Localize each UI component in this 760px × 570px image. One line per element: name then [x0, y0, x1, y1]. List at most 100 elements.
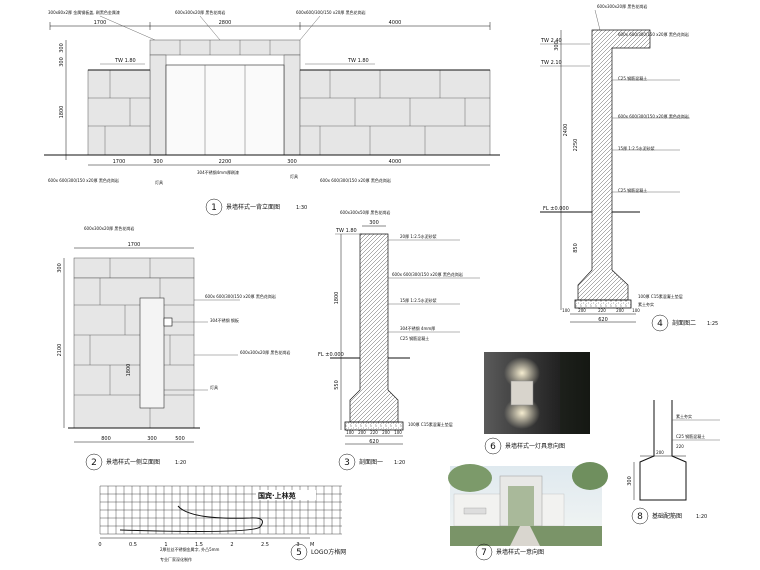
right-wall: [299, 69, 491, 156]
s2-db-1: 100: [562, 308, 570, 313]
se-wall: [73, 277, 195, 429]
s1-r4: 304不锈钢 4mm厚: [400, 325, 435, 331]
s1-db-3: 220: [370, 430, 378, 435]
left-wall: [87, 69, 151, 156]
title-1: 景墙样式一背立面图: [226, 203, 280, 211]
se-cap: [73, 257, 195, 279]
cap-spec: 600x300x20厚 黑色花岗岩: [175, 9, 225, 15]
fd-r2: C25 钢筋混凝土: [676, 433, 705, 439]
s2-top-spec: 600x300x20厚 黑色花岗岩: [597, 3, 647, 9]
title-num-1: 1: [211, 203, 217, 213]
s2-wall-body: [577, 29, 651, 301]
gate-lintel: [149, 39, 301, 56]
title-num-6: 6: [490, 442, 496, 452]
se-dl-2: 2100: [57, 344, 63, 357]
logo-note-1: 2厚拉丝不锈钢金属字, 外凸5mm: [160, 546, 220, 552]
dim-top-1: 1700: [94, 20, 107, 26]
title-5: LOGO方格网: [311, 548, 346, 556]
dim-top-3: 4000: [389, 20, 402, 26]
s2-dim-1: 300: [554, 41, 560, 51]
s1-r3: 15厚 1:2.5水泥砂浆: [400, 297, 437, 303]
top-note: 300x80x2厚 金属钢板盖, 刷黑色金属漆: [48, 9, 120, 15]
scale-2: 1:20: [175, 460, 186, 466]
dim-left-1: 300: [59, 43, 65, 53]
lamp-note-2: 灯具: [290, 173, 298, 179]
s2-l4: 15厚 1:2.5水泥砂浆: [618, 145, 655, 151]
logo-curve: [119, 505, 263, 532]
se-lamp: [163, 317, 173, 327]
dim-bottom-4: 300: [287, 159, 297, 165]
gate-post-left: [149, 54, 167, 156]
scale-tick-4: 2: [230, 542, 233, 548]
dim-bottom-2: 300: [153, 159, 163, 165]
title-num-5: 5: [296, 548, 302, 558]
title-8: 基础配筋图: [652, 512, 682, 520]
se-r2: 304不锈钢 钢板: [210, 317, 239, 323]
s2-tw2: TW 2.10: [540, 60, 562, 66]
scale-1: 1:30: [296, 205, 307, 211]
se-r1: 600x 600/300/150 x20厚 黑色花岗岩: [205, 293, 276, 299]
foundation-detail: 素土夯实 C25 钢筋混凝土 300 200 220 8 基础配筋图 1:20: [627, 400, 720, 525]
s2-l7: 素土夯实: [638, 301, 654, 307]
scale-tick-3: 1.5: [195, 542, 203, 548]
lamp-photo: 6 景墙样式一灯具意向图: [484, 352, 590, 455]
scale-4: 1:25: [707, 321, 718, 327]
se-db-1: 800: [101, 436, 111, 442]
bottom-left-spec: 600x 600/300/150 x20厚 黑色花岗岩: [48, 177, 119, 183]
se-r3: 600x300x20厚 黑色花岗岩: [240, 349, 290, 355]
title-2: 景墙样式一侧立面图: [106, 458, 160, 466]
dim-top-2: 2800: [219, 20, 232, 26]
logo-grid: 国宾·上林苑 0 0.5 1 1.5 2 2.5 3 M 2厚拉丝不锈钢金属字,…: [98, 485, 346, 562]
title-num-3: 3: [344, 458, 350, 468]
side-elevation: 600x300x20厚 黑色花岗岩 1700 300 2100 1800 800…: [57, 225, 290, 471]
dim-left-3: 1800: [59, 106, 65, 119]
tw-left: TW 1.80: [114, 58, 136, 64]
se-db-3: 500: [175, 436, 185, 442]
s2-dim-4: 850: [573, 243, 579, 253]
s1-top-spec: 600x300x50厚 黑色花岗岩: [340, 209, 390, 215]
s1-total: 620: [369, 439, 379, 445]
scale-tick-1: 0.5: [129, 542, 137, 548]
s1-dim-top: 300: [369, 220, 379, 226]
s1-footing: [344, 421, 404, 431]
se-db-2: 300: [147, 436, 157, 442]
section-two: 600x300x20厚 黑色花岗岩 TW 2.40 TW 2.10 300 24…: [540, 3, 718, 332]
s1-dl-2: 550: [334, 380, 340, 390]
s2-l1: 600x 600/300/150 x20厚 黑色花岗岩: [618, 31, 689, 37]
s2-l6: 100厚 C15素混凝土垫层: [638, 293, 683, 299]
se-dim-top: 1700: [128, 242, 141, 248]
section-one: 600x300x50厚 黑色花岗岩 TW 1.80 300 FL ±0.000 …: [318, 209, 480, 471]
s1-fl: FL ±0.000: [318, 352, 344, 358]
s1-db-4: 200: [382, 430, 390, 435]
scale-3: 1:20: [394, 460, 405, 466]
logo-text: 国宾·上林苑: [258, 491, 296, 500]
s2-l3: 600x 600/300/150 x20厚 黑色花岗岩: [618, 113, 689, 119]
s2-db-3: 220: [598, 308, 606, 313]
s2-total: 620: [598, 317, 608, 323]
scale-tick-2: 1: [164, 542, 167, 548]
front-elevation: 1700 2800 4000 300x80x2厚 金属钢板盖, 刷黑色金属漆 6…: [44, 9, 500, 216]
title-num-8: 8: [637, 512, 643, 522]
tw-right: TW 1.80: [347, 58, 369, 64]
s1-wall-body: [349, 233, 399, 423]
dim-bottom-3: 2200: [219, 159, 232, 165]
se-r4: 灯具: [210, 384, 218, 390]
s1-r2: 600x 600/300/150 x20厚 黑色花岗岩: [392, 271, 463, 277]
s1-db-2: 200: [358, 430, 366, 435]
s1-db-1: 100: [346, 430, 354, 435]
s1-db-5: 100: [394, 430, 402, 435]
dim-left-2: 300: [59, 57, 65, 67]
s2-fl: FL ±0.000: [543, 206, 569, 212]
s1-dl-1: 1800: [334, 292, 340, 305]
title-num-2: 2: [91, 458, 97, 468]
s2-tw1: TW 2.40: [540, 38, 562, 44]
scale-tick-5: 2.5: [261, 542, 269, 548]
s2-db-5: 100: [632, 308, 640, 313]
lamp-note-1: 灯具: [155, 179, 163, 185]
s2-l5: C25 钢筋混凝土: [618, 187, 647, 193]
cap-spec-2: 600x600/300/150 x20厚 黑色花岗岩: [296, 9, 366, 15]
steel-note: 304不锈钢4mm厚刷漆: [197, 169, 239, 175]
logo-note-2: 专业厂家深化制作: [160, 556, 192, 562]
fd-r1: 素土夯实: [676, 413, 692, 419]
